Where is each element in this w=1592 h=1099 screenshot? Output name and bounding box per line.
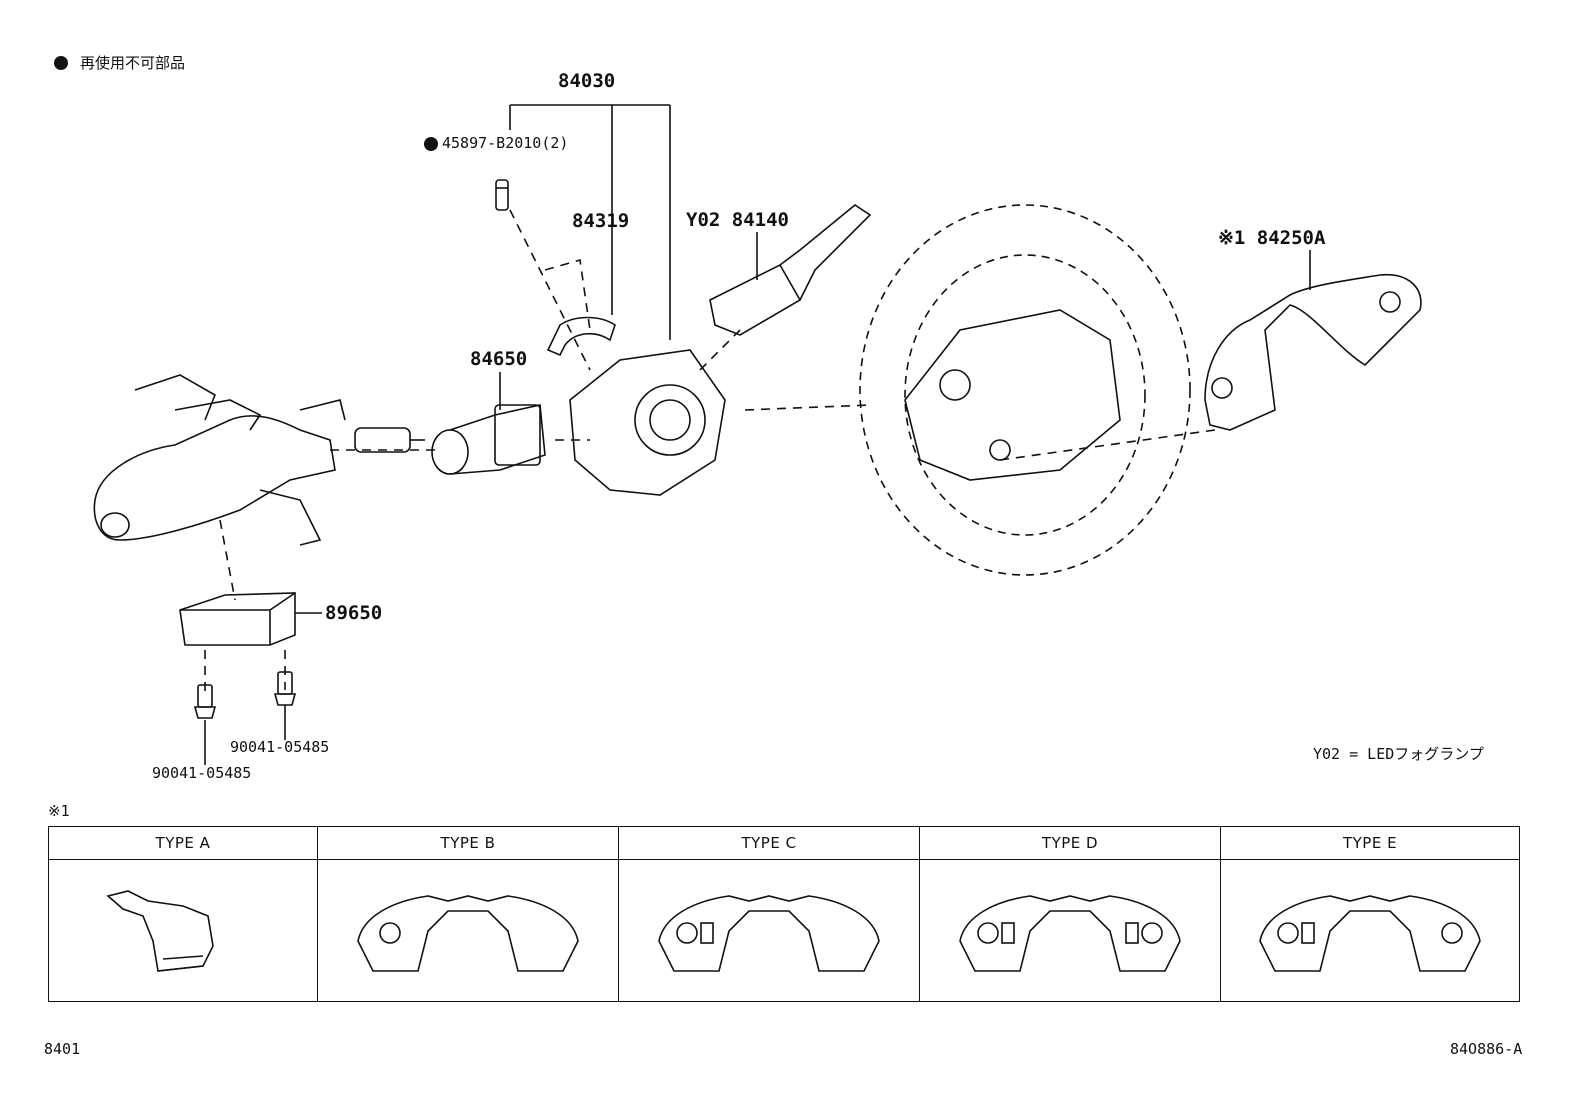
type-d-illustration — [919, 860, 1220, 1001]
type-variant-table: TYPE A TYPE B TYPE C TYPE D TYPE E — [48, 826, 1520, 1002]
type-c-illustration — [618, 860, 919, 1001]
legend: 再使用不可部品 — [54, 52, 185, 73]
screw-dot-icon — [424, 137, 438, 151]
bolt-right — [273, 671, 297, 706]
label-84650: 84650 — [470, 348, 528, 370]
label-45897: 45897-B2010(2) — [442, 134, 569, 152]
type-header: TYPE C — [618, 827, 919, 860]
wiper-switch-84650 — [431, 404, 546, 475]
non-reusable-dot-icon — [54, 55, 68, 70]
label-84250A: ※1 84250A — [1218, 227, 1326, 249]
light-switch-84140 — [709, 204, 872, 336]
bracket-84030 — [509, 104, 671, 340]
type-b-illustration — [317, 860, 618, 1001]
bolt-left — [193, 684, 217, 719]
label-84140: Y02 84140 — [686, 209, 789, 231]
legend-text: 再使用不可部品 — [80, 54, 186, 72]
label-84319: 84319 — [572, 210, 630, 232]
footer-code-right: 84O886-A — [1450, 1040, 1523, 1058]
type-header: TYPE E — [1220, 827, 1519, 860]
type-header: TYPE D — [919, 827, 1220, 860]
label-84030: 84030 — [558, 70, 616, 92]
steering-wheel — [859, 204, 1191, 576]
screw-45897 — [495, 179, 509, 211]
assembly-lines — [204, 209, 1216, 695]
steering-column — [93, 374, 425, 546]
legend-y02-note: Y02 = LEDフォグランプ — [1313, 745, 1484, 763]
ecu-89650 — [179, 592, 296, 646]
spiral-cable-84030 — [569, 349, 726, 496]
type-header: TYPE A — [49, 827, 317, 860]
footer-code-left: 8401 — [44, 1040, 81, 1058]
label-89650: 89650 — [325, 602, 383, 624]
table-marker: ※1 — [48, 802, 70, 820]
label-bolt-right: 90041-05485 — [230, 738, 330, 756]
type-a-illustration — [49, 860, 317, 1001]
steering-control-84250A — [1204, 273, 1422, 431]
cover-84319 — [546, 316, 616, 357]
label-bolt-left: 90041-05485 — [152, 764, 252, 782]
type-e-illustration — [1220, 860, 1519, 1001]
type-header: TYPE B — [317, 827, 618, 860]
